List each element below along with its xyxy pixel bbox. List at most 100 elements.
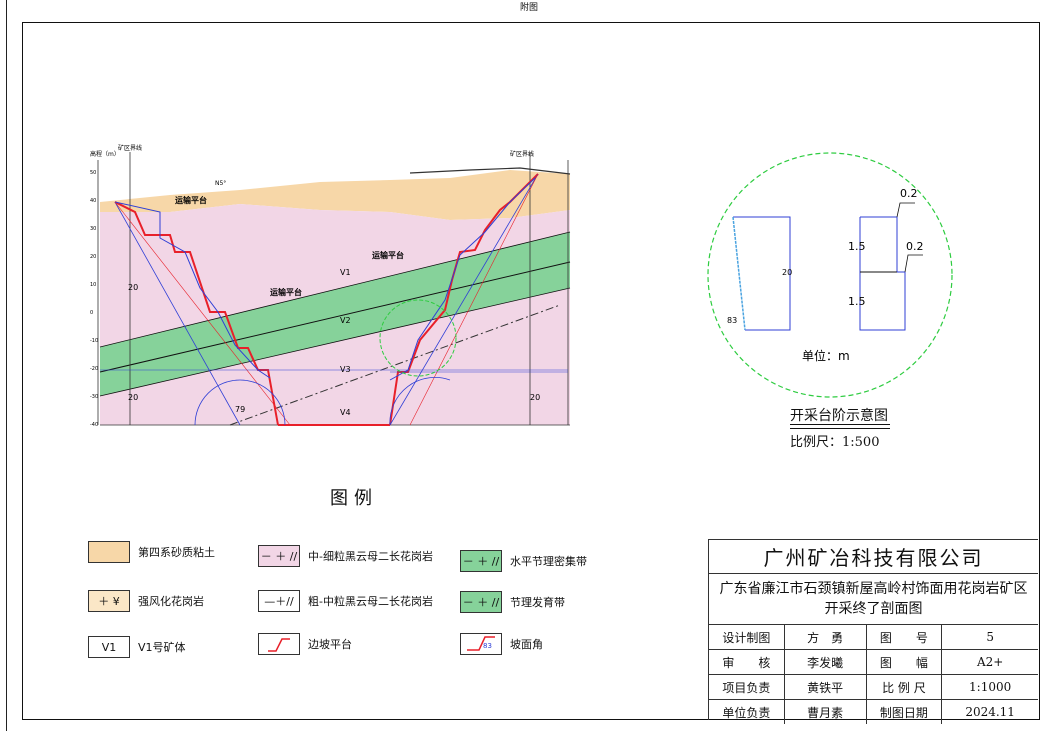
detail-dim-2: 1.5 [848, 240, 866, 253]
band-edge-2 [99, 287, 571, 397]
legend-swatch [88, 541, 130, 563]
detail-angle-label: 83 [727, 316, 737, 325]
bench-height-3: 20 [530, 393, 540, 402]
slope-angle-icon: 83 [467, 636, 495, 651]
joint-zone-band [100, 232, 570, 396]
north-label: N5° [215, 180, 226, 187]
legend-item-fine-granite: － ＋ // 中-细粒黑云母二长花岗岩 [258, 545, 433, 567]
slope-line-4 [409, 173, 539, 426]
detail-title: 开采台阶示意图 [790, 408, 888, 424]
detail-scale: 比例尺：1:500 [790, 428, 890, 450]
legend-label: V1号矿体 [138, 641, 186, 654]
legend-label: 坡面角 [510, 638, 543, 651]
bench-outline-left [114, 201, 271, 379]
legend-swatch [258, 633, 300, 655]
legend-swatch: 83 [460, 633, 502, 655]
detail-leader-1 [896, 202, 915, 218]
platform-label-1: 运输平台 [175, 195, 207, 205]
tick-0: 0 [90, 310, 93, 316]
company-name: 广州矿冶科技有限公司 [709, 540, 1038, 574]
sheet-edge-line [6, 0, 7, 731]
detail-dim-1: 0.2 [900, 187, 918, 200]
tick-30: 30 [90, 226, 96, 232]
legend-label: 中-细粒黑云母二长花岗岩 [308, 550, 433, 563]
ground-surface [409, 167, 571, 175]
legend-label: 水平节理密集带 [510, 555, 587, 568]
project-line-1: 广东省廉江市石颈镇新屋高岭村饰面用花岗岩矿区 [719, 581, 1028, 597]
tick-10: 10 [90, 282, 96, 288]
platform-label-3: 运输平台 [372, 250, 404, 260]
slope-line-3 [389, 173, 539, 426]
legend-swatch: － ＋ // [460, 550, 502, 572]
legend-swatch: － ＋ // [258, 545, 300, 567]
detail-bench-right [859, 216, 906, 331]
legend-swatch: —＋// [258, 590, 300, 612]
slope-line-2 [114, 201, 291, 426]
svg-text:83: 83 [483, 642, 492, 650]
legend-label: 边坡平台 [308, 638, 352, 651]
ore-label-v3: V3 [340, 365, 351, 374]
detail-unit: 单位：m [802, 348, 850, 363]
legend-item-coarse-granite: —＋// 粗-中粒黑云母二长花岗岩 [258, 590, 433, 612]
tick-m20: -20 [90, 366, 98, 372]
legend-item-slope-angle: 83 坡面角 [460, 633, 543, 655]
bench-detail-diagram: 20 83 0.2 1.5 0.2 1.5 单位：m [707, 152, 953, 398]
bench-height-1: 20 [128, 283, 138, 292]
legend-label: 节理发育带 [510, 596, 565, 609]
legend-swatch: V1 [88, 636, 130, 658]
sheet-top-label: 附图 [520, 3, 539, 13]
axis-unit-left: 高程（m） [90, 150, 120, 158]
detail-circle [707, 152, 953, 398]
legend-label: 粗-中粒黑云母二长花岗岩 [308, 595, 433, 608]
cross-section-diagram: 高程（m） 矿区界线 矿区界线 运输平台 运输平台 运输平台 V1 V2 V3 … [90, 144, 571, 428]
ore-label-v4: V4 [340, 408, 351, 417]
detail-callout-circle [379, 299, 457, 377]
legend-item-joint-dense: － ＋ // 水平节理密集带 [460, 550, 587, 572]
band-line [99, 261, 571, 373]
project-line-2: 开采终了剖面图 [824, 601, 923, 617]
legend-title: 图例 [330, 488, 378, 509]
legend-swatch: － ＋ // [460, 591, 502, 613]
bench-height-2: 20 [128, 393, 138, 402]
legend-swatch: ＋ ¥ [88, 590, 130, 612]
angle-arc-right [389, 377, 451, 426]
tick-40: 40 [90, 198, 96, 204]
legend-item-slope-platform: 边坡平台 [258, 633, 352, 655]
detail-leader-2 [904, 254, 923, 273]
angle-label-1: 79 [235, 405, 245, 414]
detail-title-underline [790, 424, 890, 425]
legend-label: 第四系砂质粘土 [138, 546, 215, 559]
boundary-label-left: 矿区界线 [118, 144, 142, 152]
legend-item-joint-zone: － ＋ // 节理发育带 [460, 591, 565, 613]
detail-bench-left [733, 216, 791, 331]
bench-outline-right [389, 177, 536, 381]
topsoil-layer [100, 170, 570, 220]
boundary-label-right: 矿区界线 [510, 150, 534, 158]
ore-label-v2: V2 [340, 316, 351, 325]
platform-label-2: 运输平台 [270, 287, 302, 297]
detail-dim-4: 1.5 [848, 295, 866, 308]
legend-item-weathered: ＋ ¥ 强风化花岗岩 [88, 590, 204, 612]
tick-20: 20 [90, 254, 96, 260]
ore-label-v1: V1 [340, 268, 351, 277]
legend-item-topsoil: 第四系砂质粘土 [88, 541, 215, 563]
detail-dim-3: 0.2 [906, 240, 924, 253]
project-title: 广东省廉江市石颈镇新屋高岭村饰面用花岗岩矿区 开采终了剖面图 [709, 574, 1038, 625]
tick-m10: -10 [90, 338, 98, 344]
detail-height-label: 20 [782, 268, 792, 277]
tick-m40: -40 [90, 422, 98, 428]
legend-item-ore-body: V1 V1号矿体 [88, 636, 186, 658]
tick-m30: -30 [90, 394, 98, 400]
angle-arc-left [194, 379, 286, 426]
title-block: 广州矿冶科技有限公司 广东省廉江市石颈镇新屋高岭村饰面用花岗岩矿区 开采终了剖面… [708, 539, 1038, 724]
tick-50: 50 [90, 170, 96, 176]
legend-label: 强风化花岗岩 [138, 595, 204, 608]
detail-slope [732, 216, 746, 331]
platform-symbol-icon [268, 638, 290, 652]
dashed-contact [229, 304, 561, 426]
